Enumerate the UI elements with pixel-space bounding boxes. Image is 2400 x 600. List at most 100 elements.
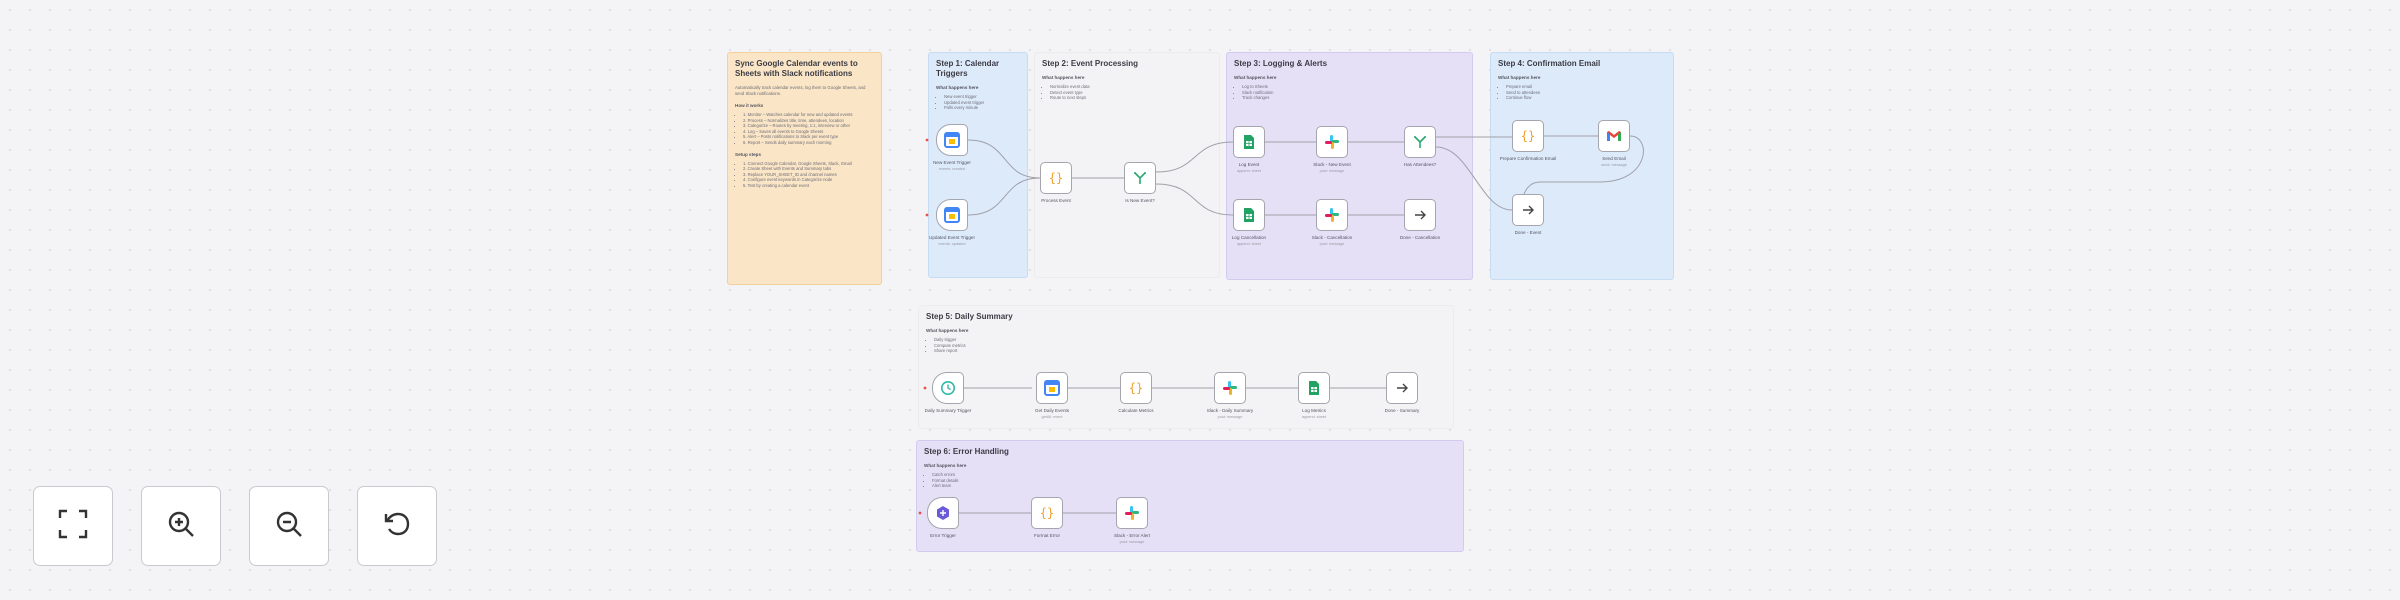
done-event-node[interactable] <box>1512 194 1544 226</box>
step4-sticky-note[interactable]: Step 4: Confirmation Email What happens … <box>1490 52 1674 280</box>
list-item: 6. Report – Sends daily summary each mor… <box>743 140 874 146</box>
node-title: Slack - New Event <box>1313 162 1351 167</box>
node-title: Format Error <box>1033 533 1061 538</box>
node-title: Done - Cancellation <box>1399 235 1441 240</box>
gmail-icon <box>1606 128 1622 144</box>
error-trigger-node[interactable] <box>927 497 959 529</box>
calculate-metrics-node[interactable]: {} <box>1120 372 1152 404</box>
calculate-metrics-label: Calculate Metrics <box>1091 408 1181 414</box>
log-event-node[interactable] <box>1233 126 1265 158</box>
list-item: Log to Sheets <box>1242 84 1465 90</box>
list-item: Continue flow <box>1506 95 1666 101</box>
slack-cancellation-label: Slack - Cancellation post: message <box>1287 235 1377 247</box>
done-summary-label: Done - Summary <box>1357 408 1447 414</box>
overview-sticky-note[interactable]: Sync Google Calendar events to Sheets wi… <box>727 52 882 285</box>
node-title: Log Cancellation <box>1231 235 1267 240</box>
google-sheets-icon <box>1241 207 1257 223</box>
list-item: 3. Categorize – Routes by meeting, 1:1, … <box>743 123 874 129</box>
new-event-trigger-label: New Event Trigger events: created <box>907 160 997 172</box>
process-event-node[interactable]: {} <box>1040 162 1072 194</box>
node-title: Daily Summary Trigger <box>924 408 972 413</box>
error-trigger-label: Error Trigger <box>898 533 988 539</box>
node-title: Done - Event <box>1514 230 1542 235</box>
node-title: Updated Event Trigger <box>929 235 975 240</box>
node-title: Prepare Confirmation Email <box>1499 156 1557 161</box>
svg-text:{}: {} <box>1040 506 1054 520</box>
done-event-label: Done - Event <box>1483 230 1573 236</box>
list-item: 2. Create Sheet with Events and Summary … <box>743 166 874 172</box>
daily-summary-trigger-node[interactable] <box>932 372 964 404</box>
step4-subheading: What happens here <box>1498 75 1541 80</box>
list-item: 1. Connect Google Calendar, Google Sheet… <box>743 161 874 167</box>
list-item: 3. Replace YOUR_SHEET_ID and channel nam… <box>743 172 874 178</box>
node-title: Done - Summary <box>1384 408 1420 413</box>
log-cancellation-label: Log Cancellation append: sheet <box>1204 235 1294 247</box>
node-subtitle: send: message <box>1601 163 1627 167</box>
overview-intro: Automatically track calendar events, log… <box>735 85 866 96</box>
step1-sticky-note[interactable]: Step 1: Calendar Triggers What happens h… <box>928 52 1028 278</box>
list-item: Compute metrics <box>934 343 1446 349</box>
error-trigger-icon <box>935 505 951 521</box>
svg-text:{}: {} <box>1129 381 1143 395</box>
updated-event-trigger-node[interactable] <box>936 199 968 231</box>
updated-event-trigger-label: Updated Event Trigger events: updated <box>907 235 997 247</box>
step6-sticky-note[interactable]: Step 6: Error Handling What happens here… <box>916 440 1464 552</box>
new-event-trigger-node[interactable] <box>936 124 968 156</box>
trigger-input-dot <box>923 386 927 390</box>
connection-line <box>967 177 1041 216</box>
step3-list: Log to Sheets Slack notification Track c… <box>1234 84 1465 101</box>
slack-cancellation-node[interactable] <box>1316 199 1348 231</box>
connection-line <box>1435 146 1513 211</box>
done-cancellation-node[interactable] <box>1404 199 1436 231</box>
list-item: Detect event type <box>1050 90 1212 96</box>
list-item: Track changes <box>1242 95 1465 101</box>
step5-title: Step 5: Daily Summary <box>926 312 1013 321</box>
reset-zoom-button[interactable] <box>357 486 437 566</box>
slack-daily-summary-node[interactable] <box>1214 372 1246 404</box>
step2-list: Normalize event data Detect event type R… <box>1042 84 1212 101</box>
node-title: Error Trigger <box>930 533 956 538</box>
node-title: Slack - Error Alert <box>1114 533 1150 538</box>
fit-view-icon <box>57 508 89 545</box>
node-subtitle: append: sheet <box>1301 415 1327 419</box>
step6-title: Step 6: Error Handling <box>924 447 1009 456</box>
node-title: Slack - Cancellation <box>1311 235 1353 240</box>
log-metrics-node[interactable] <box>1298 372 1330 404</box>
get-daily-events-node[interactable] <box>1036 372 1068 404</box>
format-error-node[interactable]: {} <box>1031 497 1063 529</box>
slack-error-alert-node[interactable] <box>1116 497 1148 529</box>
is-new-event-node[interactable] <box>1124 162 1156 194</box>
node-title: Slack - Daily Summary <box>1206 408 1254 413</box>
done-summary-node[interactable] <box>1386 372 1418 404</box>
arrow-right-icon <box>1394 380 1410 396</box>
undo-icon <box>381 508 413 545</box>
zoom-in-button[interactable] <box>141 486 221 566</box>
arrow-right-icon <box>1412 207 1428 223</box>
node-title: Calculate Metrics <box>1118 408 1154 413</box>
slack-new-event-node[interactable] <box>1316 126 1348 158</box>
step6-subheading: What happens here <box>924 463 967 468</box>
list-item: 1. Monitor – Watches calendar for new an… <box>743 112 874 118</box>
trigger-input-dot <box>925 213 929 217</box>
has-attendees-node[interactable] <box>1404 126 1436 158</box>
node-title: Get Daily Events <box>1034 408 1070 413</box>
log-metrics-label: Log Metrics append: sheet <box>1269 408 1359 420</box>
list-item: 4. Configure event keywords in Categoriz… <box>743 177 874 183</box>
fit-view-button[interactable] <box>33 486 113 566</box>
log-cancellation-node[interactable] <box>1233 199 1265 231</box>
google-calendar-icon <box>944 132 960 148</box>
is-new-event-label: Is New Event? <box>1095 198 1185 204</box>
list-item: Slack notification <box>1242 90 1465 96</box>
list-item: Route to next steps <box>1050 95 1212 101</box>
step5-sticky-note[interactable]: Step 5: Daily Summary What happens here … <box>918 305 1454 429</box>
step3-sticky-note[interactable]: Step 3: Logging & Alerts What happens he… <box>1226 52 1473 280</box>
send-email-node[interactable] <box>1598 120 1630 152</box>
done-cancellation-label: Done - Cancellation <box>1375 235 1465 241</box>
zoom-out-button[interactable] <box>249 486 329 566</box>
list-item: Send to attendees <box>1506 90 1666 96</box>
step3-title: Step 3: Logging & Alerts <box>1234 59 1328 68</box>
prepare-confirmation-email-node[interactable]: {} <box>1512 120 1544 152</box>
slack-icon <box>1324 134 1340 150</box>
step5-list: Daily trigger Compute metrics Share repo… <box>926 337 1446 354</box>
